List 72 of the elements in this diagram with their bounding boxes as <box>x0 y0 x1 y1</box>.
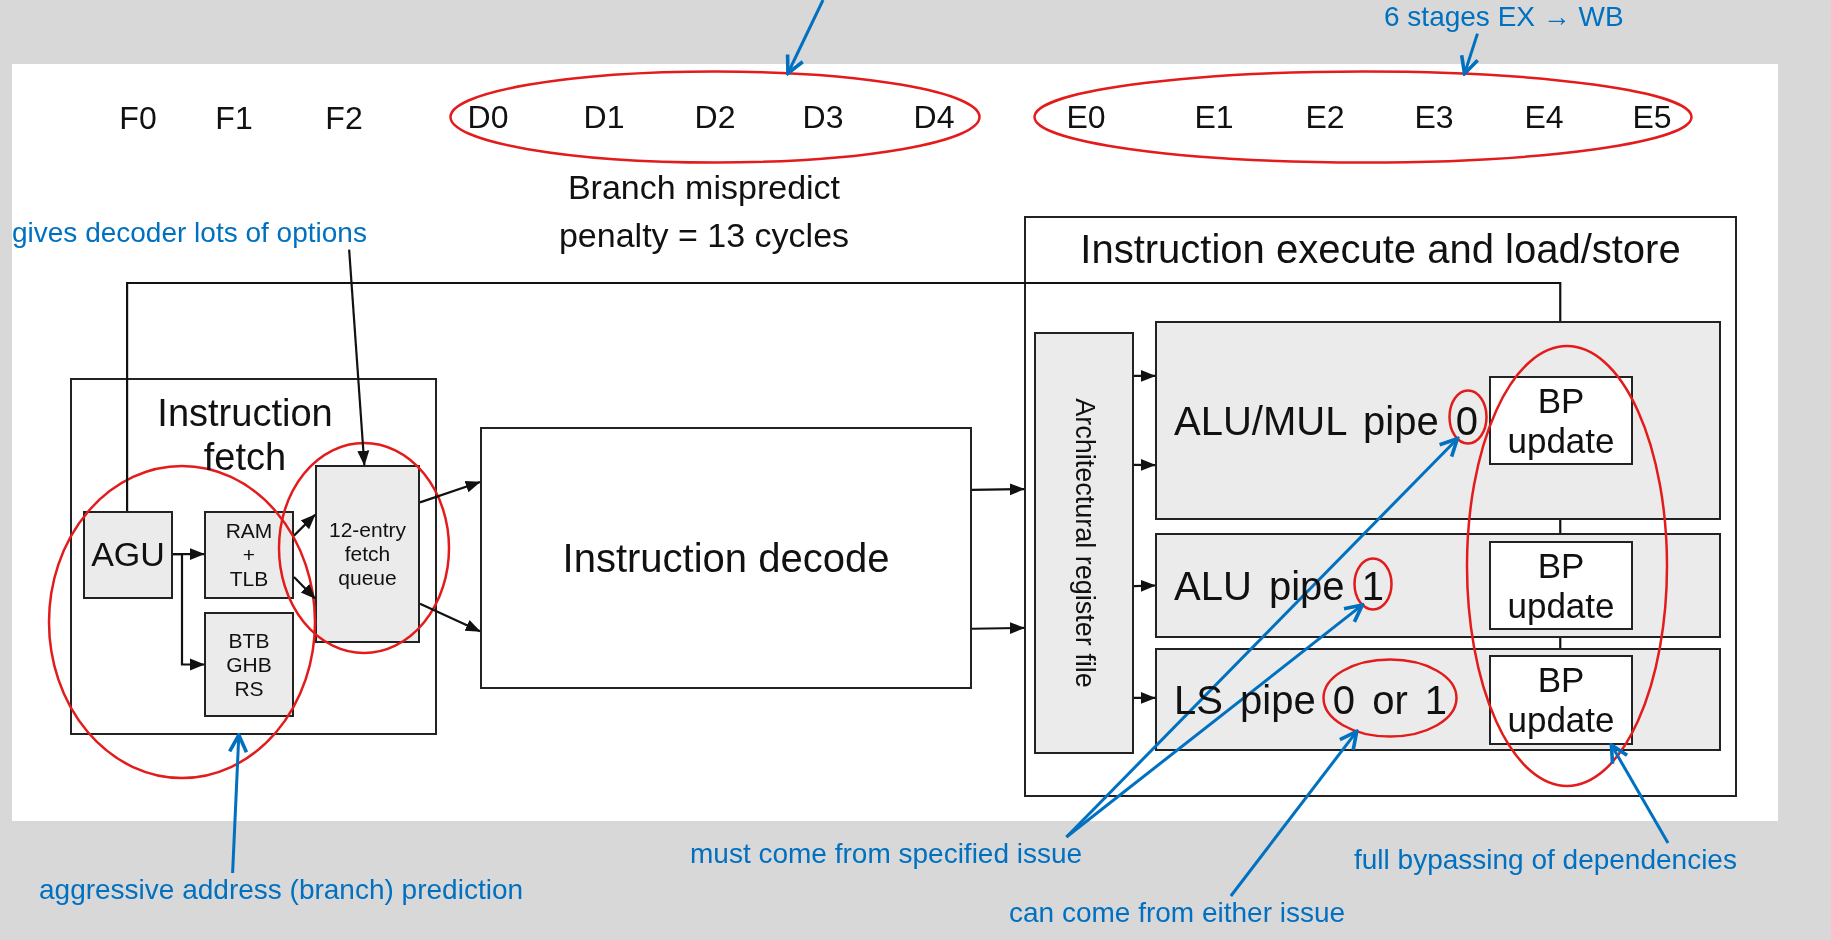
arrow <box>785 0 825 76</box>
arrow <box>227 733 249 874</box>
arrow <box>348 249 370 466</box>
stage-box <box>70 378 437 735</box>
arrow <box>1134 691 1156 704</box>
box-label: ALU/MUL pipe 0 <box>1174 397 1478 444</box>
arrow <box>293 514 316 537</box>
box-label: BP update <box>1506 380 1616 461</box>
arrow <box>1609 743 1670 844</box>
highlight-ellipse <box>1033 70 1693 164</box>
box-label: BP update <box>1506 545 1616 626</box>
stage-label: E0 <box>1066 98 1106 136</box>
note-text: Branch mispredict penalty = 13 cycles <box>557 167 851 256</box>
stage-label: F2 <box>325 99 363 138</box>
unit-box <box>1489 541 1633 630</box>
unit-box <box>83 511 173 599</box>
box-title: Instruction execute and load/store <box>1079 226 1682 272</box>
stage-label: E1 <box>1194 98 1234 136</box>
arrow <box>1133 579 1156 592</box>
annotation-text: must come from specified issue <box>690 837 1083 871</box>
stage-label: E2 <box>1305 98 1345 136</box>
box-label: AGU <box>90 535 166 575</box>
highlight-ellipse <box>1322 658 1458 738</box>
box-label: BP update <box>1506 659 1616 741</box>
arrow <box>1459 33 1480 76</box>
arrow <box>419 602 481 633</box>
connector-line <box>1559 520 1562 533</box>
annotation-text: aggressive address (branch) prediction <box>39 873 524 907</box>
arrow <box>173 553 205 671</box>
stage-label: D3 <box>802 98 844 136</box>
stage-label: F1 <box>215 99 253 138</box>
arrow <box>1134 459 1156 471</box>
arrow <box>972 483 1025 496</box>
unit-box <box>1489 376 1633 465</box>
unit-box <box>1489 655 1633 745</box>
annotation-text: can come from either issue <box>1009 896 1346 930</box>
stage-label: D4 <box>913 98 955 136</box>
stage-label: E5 <box>1632 98 1672 136</box>
annotation-text: 6 stages EX → WB <box>1384 0 1624 34</box>
pipe-box <box>1155 648 1721 751</box>
stage-label: D2 <box>694 98 736 136</box>
highlight-ellipse <box>449 70 981 164</box>
annotation-text: gives decoder lots of options <box>12 216 367 250</box>
stage-label: E4 <box>1524 98 1564 136</box>
box-label: Architectural register file <box>1068 397 1101 690</box>
box-label: 12-entry fetch queue <box>327 517 407 591</box>
connector-line <box>126 281 1562 511</box>
stage-label: F0 <box>119 99 157 138</box>
unit-box <box>204 511 294 599</box>
stage-box <box>1024 216 1737 797</box>
annotation-text: full bypassing of dependencies <box>1354 843 1737 877</box>
arrow <box>1134 369 1156 382</box>
pipe-box <box>1155 321 1721 520</box>
arrow <box>1065 603 1365 839</box>
stage-label: D0 <box>467 98 509 136</box>
arrow <box>293 576 316 600</box>
register-file-box <box>1034 332 1134 754</box>
highlight-ellipse <box>1448 389 1488 445</box>
queue-box <box>315 465 420 643</box>
stage-label: E3 <box>1414 98 1454 136</box>
stage-label: D1 <box>583 98 625 136</box>
arrow <box>1229 729 1359 897</box>
box-label: Instruction decode <box>561 535 891 581</box>
arrow <box>972 622 1025 635</box>
stage-box <box>480 427 972 689</box>
pipe-box <box>1155 533 1721 638</box>
box-label: RAM + TLB <box>224 518 274 592</box>
box-label: BTB GHB RS <box>225 628 273 701</box>
highlight-ellipse <box>1353 557 1393 611</box>
unit-box <box>204 612 294 717</box>
box-title: Instruction fetch <box>156 392 334 480</box>
connector-line <box>1559 638 1562 648</box>
